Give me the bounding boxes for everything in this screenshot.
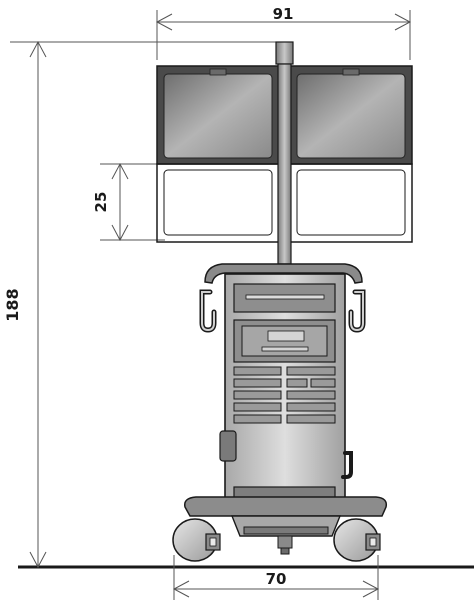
top-width-dimension: [155, 10, 412, 60]
side-canister: [219, 430, 237, 462]
cart-handle: [204, 263, 363, 284]
base-width-label: 70: [266, 570, 287, 588]
total-height-dimension: [10, 40, 285, 569]
left-hook: [199, 289, 217, 333]
left-hook-inner: [201, 291, 215, 332]
top-drawer: [233, 283, 336, 313]
bay-height-label: 25: [92, 192, 110, 213]
base-width-dimension: [172, 555, 380, 600]
right-monitor-bay: [289, 163, 413, 243]
right-side-hook: [341, 451, 353, 479]
left-monitor: [156, 65, 280, 165]
left-wheel: [172, 518, 221, 562]
equipment-slots: [233, 366, 336, 424]
cart-base: [183, 496, 388, 555]
bay-height-dimension: [100, 162, 165, 242]
right-wheel: [333, 518, 381, 562]
mast-pole: [275, 41, 294, 265]
top-width-label: 91: [273, 5, 294, 23]
left-monitor-bay: [156, 163, 280, 243]
total-height-label: 188: [3, 288, 22, 321]
right-monitor: [289, 65, 413, 165]
right-hook-inner: [350, 291, 364, 332]
right-hook: [348, 289, 366, 333]
middle-module: [233, 319, 336, 363]
